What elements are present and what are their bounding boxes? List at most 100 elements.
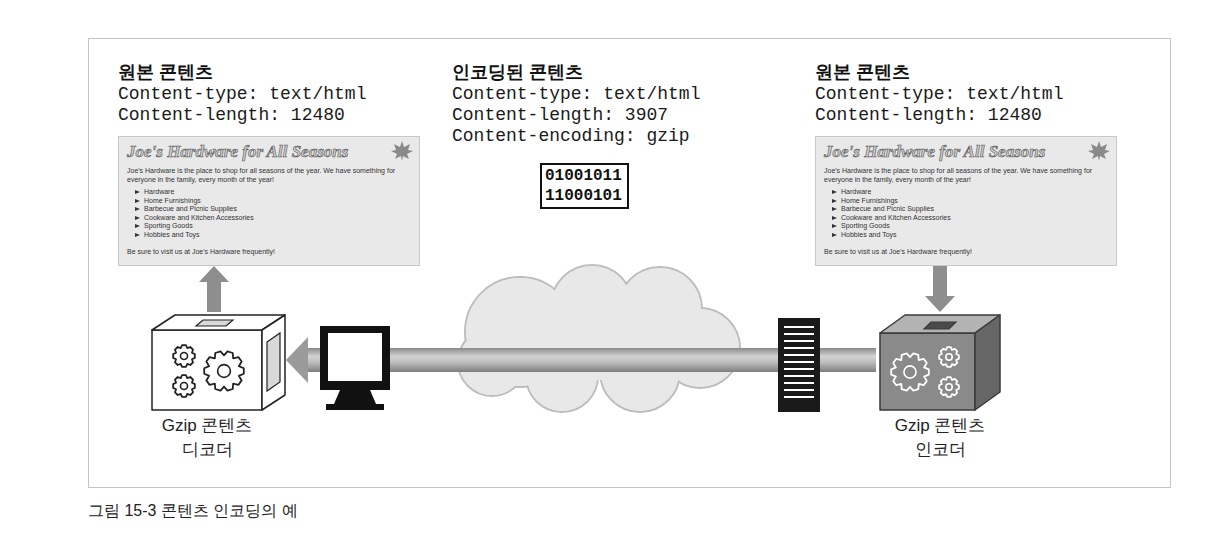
server-body (778, 318, 820, 412)
cube-slot (267, 333, 280, 391)
gear-hub (904, 366, 916, 378)
cube-slot (196, 320, 233, 326)
server-vent (784, 389, 814, 391)
page-footer-text: Be sure to visit us at Joe's Hardware fr… (824, 247, 1108, 256)
leaf-shape (391, 141, 413, 161)
cloud-core (510, 320, 690, 380)
page-list-item: Cookware and Kitchen Accessories (832, 214, 1108, 223)
original-content: 원본 콘텐츠Content-type: text/htmlContent-len… (815, 58, 1117, 266)
encoded-content: 인코딩된 콘텐츠Content-type: text/htmlContent-l… (452, 58, 722, 209)
arrow-shaft (207, 281, 221, 312)
cloud-puff (601, 333, 679, 411)
page-title: Joe's Hardware for All Seasons (824, 141, 1108, 163)
server-vent (784, 375, 814, 377)
header-block: 인코딩된 콘텐츠Content-type: text/htmlContent-l… (452, 60, 722, 147)
page-list-item: Barbecue and Picnic Supplies (832, 205, 1108, 214)
arrow-head (199, 266, 229, 282)
arrow-connector (925, 266, 955, 312)
page-paragraph: Joe's Hardware is the place to shop for … (824, 166, 1108, 184)
label-area: Gzip 콘텐츠 인코더 (885, 414, 995, 462)
page-list-item: Barbecue and Picnic Supplies (135, 205, 411, 214)
gear-symbol (939, 347, 959, 367)
page-paragraph: Joe's Hardware is the place to shop for … (127, 166, 411, 184)
header-block: 원본 콘텐츠Content-type: text/htmlContent-len… (118, 60, 420, 126)
gear-symbol (173, 375, 195, 397)
gzip-cube-illustration (148, 312, 286, 412)
server-vent (784, 347, 814, 349)
server-vent (784, 333, 814, 335)
http-header-line: Content-length: 3907 (452, 105, 722, 126)
http-header-line: Content-length: 12480 (815, 105, 1117, 126)
server-vent (784, 396, 814, 398)
server-vent (784, 340, 814, 342)
page-list-item: Sporting Goods (832, 222, 1108, 231)
gear-symbol (939, 377, 959, 397)
server-vent (784, 354, 814, 356)
page-footer-text: Be sure to visit us at Joe's Hardware fr… (127, 247, 411, 256)
arrow-head (925, 296, 955, 312)
gzip-component: Gzip 콘텐츠 디코더 (148, 312, 286, 462)
server-vent (784, 326, 814, 328)
component-label: Gzip 콘텐츠 인코더 (885, 414, 995, 462)
gear-hub (180, 382, 187, 389)
server-vent (784, 368, 814, 370)
gear-symbol (204, 351, 244, 390)
page-list-item: Cookware and Kitchen Accessories (135, 214, 411, 223)
page-list-item: Home Furnishings (832, 197, 1108, 206)
cube-slot (924, 322, 956, 329)
page-list-item: Hardware (135, 188, 411, 197)
page-list-item: Hobbies and Toys (832, 231, 1108, 240)
browser-screen: Joe's Hardware for All SeasonsJoe's Hard… (118, 136, 420, 266)
gear-symbol (173, 345, 195, 367)
cloud-puff (661, 309, 739, 387)
cube-face (880, 333, 975, 410)
binary-data: 01001011 11000101 (545, 166, 624, 206)
cloud-puff (551, 265, 633, 347)
monitor-base (326, 404, 384, 410)
cube-face (975, 315, 1000, 410)
cloud-puff (600, 332, 680, 412)
arrow-shaft (307, 348, 876, 372)
cloud-puff (660, 308, 740, 388)
gear-hub (218, 365, 231, 378)
section-heading: 원본 콘텐츠 (815, 60, 1117, 84)
server-vents (784, 327, 814, 397)
arrow-shaft (933, 266, 947, 297)
header-block: 원본 콘텐츠Content-type: text/htmlContent-len… (815, 60, 1117, 126)
leaf-shape (1088, 141, 1110, 161)
server-vent (784, 382, 814, 384)
cloud-outline (458, 265, 740, 412)
gzip-cube-illustration (876, 312, 1006, 412)
page-list-item: Hardware (832, 188, 1108, 197)
arrow-connector (286, 337, 876, 383)
client-monitor (320, 326, 390, 410)
http-header-line: Content-type: text/html (452, 84, 722, 105)
monitor-screen (328, 333, 382, 381)
monitor-neck (334, 390, 376, 404)
section-heading: 원본 콘텐츠 (118, 60, 420, 84)
cloud-fill (459, 266, 739, 411)
page-list-item: Sporting Goods (135, 222, 411, 231)
leaf-logo (1088, 141, 1110, 161)
server-vent (784, 361, 814, 363)
figure-caption: 그림 15-3 콘텐츠 인코딩의 예 (88, 500, 298, 522)
cloud-puff (527, 341, 597, 411)
browser-screen: Joe's Hardware for All SeasonsJoe's Hard… (815, 136, 1117, 266)
http-header-line: Content-type: text/html (815, 84, 1117, 105)
http-header-line: Content-length: 12480 (118, 105, 420, 126)
component-label: Gzip 콘텐츠 디코더 (152, 414, 262, 462)
section-heading: 인코딩된 콘텐츠 (452, 60, 722, 84)
cube-face (262, 315, 285, 410)
cloud-puff (552, 266, 632, 346)
cloud-puff (618, 267, 702, 351)
arrow-head (286, 337, 308, 383)
gear-hub (946, 384, 952, 390)
page-title: Joe's Hardware for All Seasons (127, 141, 411, 163)
gear-hub (180, 352, 187, 359)
cloud-puff (459, 329, 525, 395)
http-header-line: Content-encoding: gzip (452, 126, 722, 147)
